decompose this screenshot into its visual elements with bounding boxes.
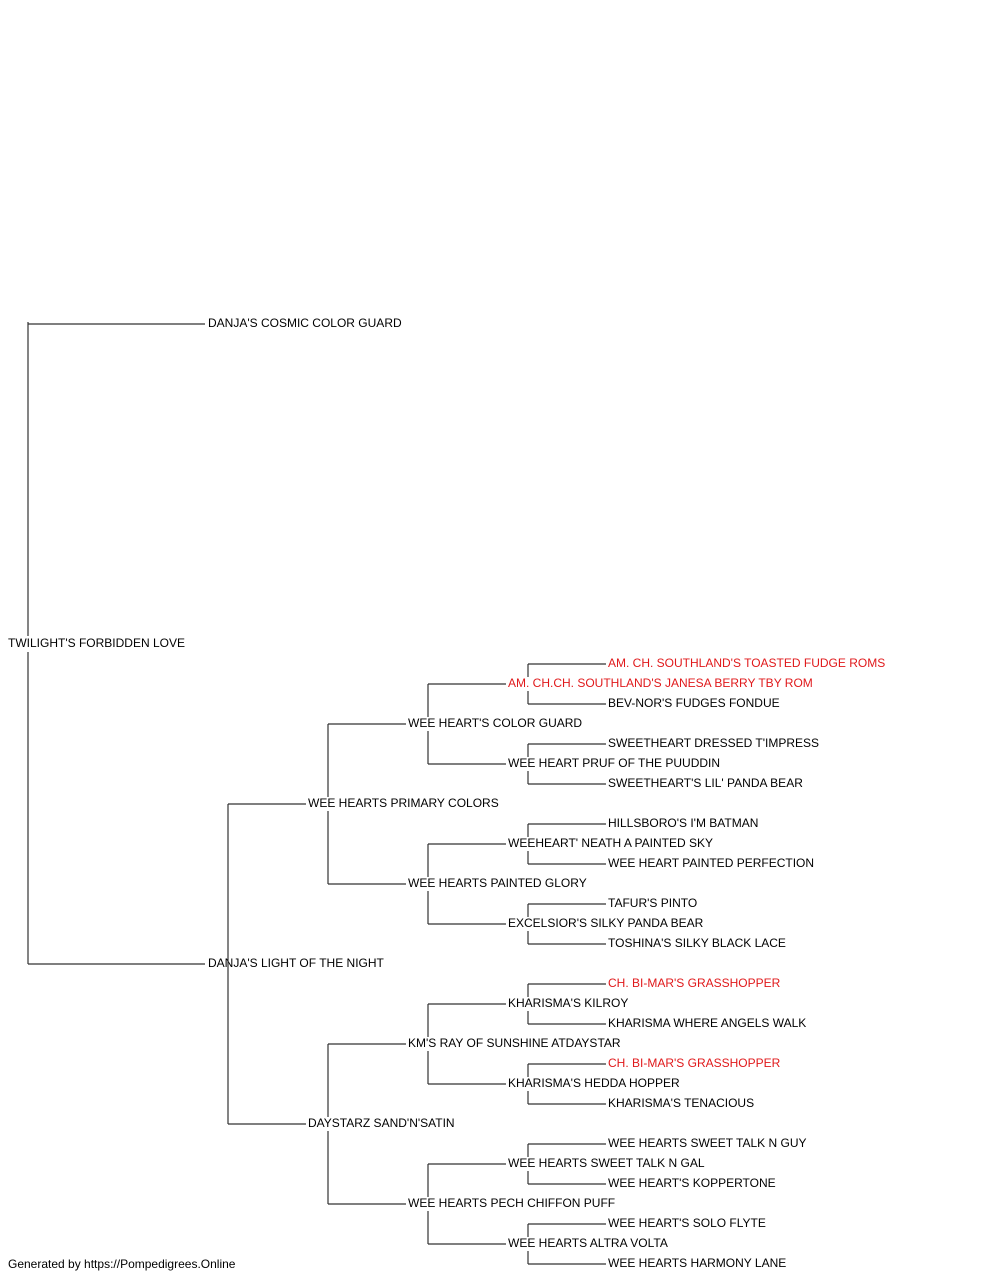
pedigree-name: BEV-NOR'S FUDGES FONDUE <box>608 696 780 710</box>
pedigree-name: WEE HEARTS SWEET TALK N GUY <box>608 1136 807 1150</box>
pedigree-name: WEE HEARTS ALTRA VOLTA <box>508 1236 668 1250</box>
pedigree-name: DAYSTARZ SAND'N'SATIN <box>308 1116 455 1130</box>
pedigree-name: KM'S RAY OF SUNSHINE ATDAYSTAR <box>408 1036 621 1050</box>
pedigree-name: KHARISMA'S HEDDA HOPPER <box>508 1076 680 1090</box>
pedigree-name: HILLSBORO'S I'M BATMAN <box>608 816 758 830</box>
pedigree-name: WEE HEARTS PECH CHIFFON PUFF <box>408 1196 615 1210</box>
pedigree-name: WEE HEARTS PAINTED GLORY <box>408 876 587 890</box>
pedigree-name: SWEETHEART'S LIL' PANDA BEAR <box>608 776 803 790</box>
pedigree-name: TWILIGHT'S FORBIDDEN LOVE <box>8 636 185 650</box>
pedigree-name: DANJA'S COSMIC COLOR GUARD <box>208 316 402 330</box>
pedigree-name: EXCELSIOR'S SILKY PANDA BEAR <box>508 916 704 930</box>
pedigree-name: DANJA'S LIGHT OF THE NIGHT <box>208 956 385 970</box>
pedigree-name: SWEETHEART DRESSED T'IMPRESS <box>608 736 819 750</box>
pedigree-name: AM. CH.CH. SOUTHLAND'S JANESA BERRY TBY … <box>508 676 813 690</box>
pedigree-name: KHARISMA'S TENACIOUS <box>608 1096 754 1110</box>
pedigree-name: KHARISMA WHERE ANGELS WALK <box>608 1016 806 1030</box>
pedigree-name: CH. BI-MAR'S GRASSHOPPER <box>608 1056 781 1070</box>
pedigree-name: CH. BI-MAR'S GRASSHOPPER <box>608 976 781 990</box>
pedigree-name: WEE HEART PAINTED PERFECTION <box>608 856 814 870</box>
pedigree-name: WEE HEART'S KOPPERTONE <box>608 1176 776 1190</box>
pedigree-name: KHARISMA'S KILROY <box>508 996 628 1010</box>
pedigree-name: WEE HEART PRUF OF THE PUUDDIN <box>508 756 720 770</box>
pedigree-name: WEE HEART'S COLOR GUARD <box>408 716 582 730</box>
pedigree-name: WEEHEART' NEATH A PAINTED SKY <box>508 836 713 850</box>
generated-by-footer: Generated by https://Pompedigrees.Online <box>8 1257 236 1271</box>
pedigree-name: AM. CH. SOUTHLAND'S TOASTED FUDGE ROMS <box>608 656 885 670</box>
pedigree-name: WEE HEARTS SWEET TALK N GAL <box>508 1156 705 1170</box>
pedigree-name: WEE HEARTS HARMONY LANE <box>608 1256 786 1270</box>
pedigree-name: TOSHINA'S SILKY BLACK LACE <box>608 936 786 950</box>
pedigree-name: WEE HEART'S SOLO FLYTE <box>608 1216 766 1230</box>
pedigree-name: TAFUR'S PINTO <box>608 896 697 910</box>
pedigree-name: WEE HEARTS PRIMARY COLORS <box>308 796 499 810</box>
